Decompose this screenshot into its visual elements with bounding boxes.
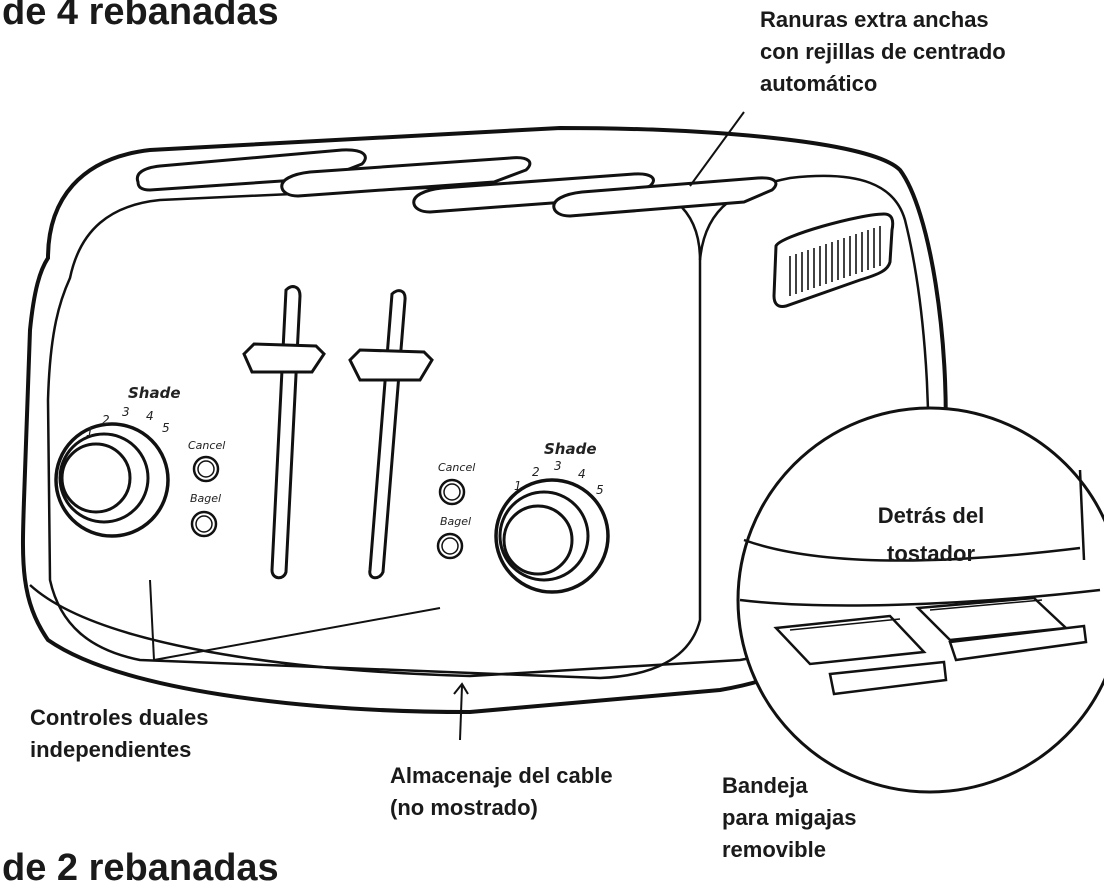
slot-1 xyxy=(135,148,367,192)
right-scale-1: 1 xyxy=(514,479,522,493)
left-shade-label: Shade xyxy=(128,384,181,402)
toaster-illustration: Shade 1 2 3 4 5 Cancel Bagel Shade 1 2 3… xyxy=(20,111,1104,794)
callout-slots-line-2: con rejillas de centrado xyxy=(760,39,1006,64)
right-scale-3: 3 xyxy=(554,459,562,473)
slot-4 xyxy=(552,176,778,218)
heading-4-slice: de 4 rebanadas xyxy=(2,0,279,33)
side-vent xyxy=(772,212,895,308)
callout-cord-storage: Almacenaje del cable (no mostrado) xyxy=(390,760,613,824)
callout-slots: Ranuras extra anchas con rejillas de cen… xyxy=(760,4,1006,100)
left-shade-knob xyxy=(54,422,170,538)
lever-left xyxy=(242,285,326,580)
crumb-tray-right xyxy=(915,596,1088,662)
right-scale-4: 4 xyxy=(578,467,586,481)
right-bagel-label: Bagel xyxy=(440,515,471,528)
right-scale-2: 2 xyxy=(532,465,540,479)
callout-tray-line-2: para migajas xyxy=(722,805,857,830)
callout-slots-line-1: Ranuras extra anchas xyxy=(760,7,989,32)
left-scale-2: 2 xyxy=(102,413,110,427)
callout-inset-line-2: tostador xyxy=(887,541,975,566)
inset-magnifier xyxy=(736,406,1104,794)
lever-right xyxy=(348,289,434,580)
front-panel xyxy=(46,178,702,680)
callout-tray-line-3: removible xyxy=(722,837,826,862)
left-scale-5: 5 xyxy=(162,421,170,435)
callout-cord-line-2: (no mostrado) xyxy=(390,795,538,820)
leader-lines xyxy=(149,111,745,741)
slot-2 xyxy=(280,156,532,198)
right-cancel-label: Cancel xyxy=(438,461,475,474)
callout-slots-line-3: automático xyxy=(760,71,878,96)
left-scale-3: 3 xyxy=(122,405,130,419)
callout-tray-line-1: Bandeja xyxy=(722,773,808,798)
callout-cord-line-1: Almacenaje del cable xyxy=(390,763,613,788)
right-shade-knob xyxy=(494,478,610,594)
callout-controls: Controles duales independientes xyxy=(30,702,208,766)
callout-crumb-tray: Bandeja para migajas removible xyxy=(722,770,857,866)
crumb-tray-left xyxy=(773,614,948,696)
callout-inset: Detrás del tostador xyxy=(836,500,1026,570)
left-scale-1: 1 xyxy=(86,425,94,439)
left-scale-4: 4 xyxy=(146,409,154,423)
left-bagel-label: Bagel xyxy=(190,492,221,505)
bread-slots xyxy=(135,148,778,218)
left-cancel-label: Cancel xyxy=(188,439,225,452)
right-scale-5: 5 xyxy=(596,483,604,497)
slot-3 xyxy=(412,172,655,214)
callout-inset-line-1: Detrás del xyxy=(877,503,985,528)
right-shade-label: Shade xyxy=(544,440,597,458)
callout-controls-line-2: independientes xyxy=(30,737,192,762)
callout-controls-line-1: Controles duales xyxy=(30,705,209,730)
